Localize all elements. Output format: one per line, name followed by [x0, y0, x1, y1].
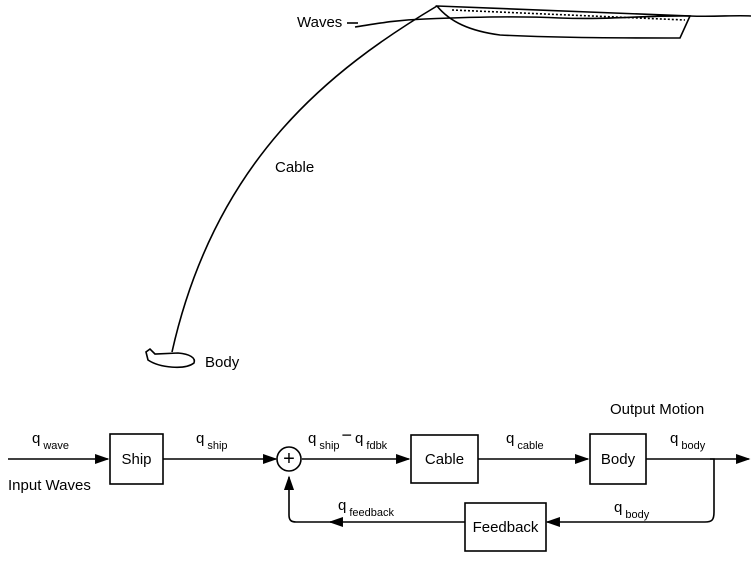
- summing-junction: [276, 446, 302, 472]
- tow-cable: [171, 5, 438, 353]
- waves-label: Waves: [297, 14, 342, 31]
- feedback-return-path: [545, 458, 715, 528]
- cable-block-label: Cable: [425, 451, 464, 468]
- body-label: Body: [205, 354, 240, 371]
- wave-line: [354, 14, 751, 28]
- feedback-block-label: Feedback: [473, 519, 539, 536]
- cable-label: Cable: [275, 159, 314, 176]
- body-block-label: Body: [601, 451, 636, 468]
- feedback-up-arrow: [283, 475, 335, 523]
- ship-block-label: Ship: [121, 451, 151, 468]
- ship-hull: [435, 5, 692, 39]
- sea-scene: Waves Cable Body: [145, 5, 751, 371]
- input-waves-label: Input Waves: [8, 477, 91, 494]
- summing-plus-icon: +: [283, 448, 295, 470]
- towed-body-icon: [145, 347, 196, 369]
- cable-block: [410, 434, 479, 484]
- body-block: [589, 433, 647, 485]
- feedback-block: [464, 502, 547, 552]
- ship-block: [109, 433, 164, 485]
- output-motion-label: Output Motion: [610, 401, 704, 418]
- ship-deck-line: [451, 9, 686, 21]
